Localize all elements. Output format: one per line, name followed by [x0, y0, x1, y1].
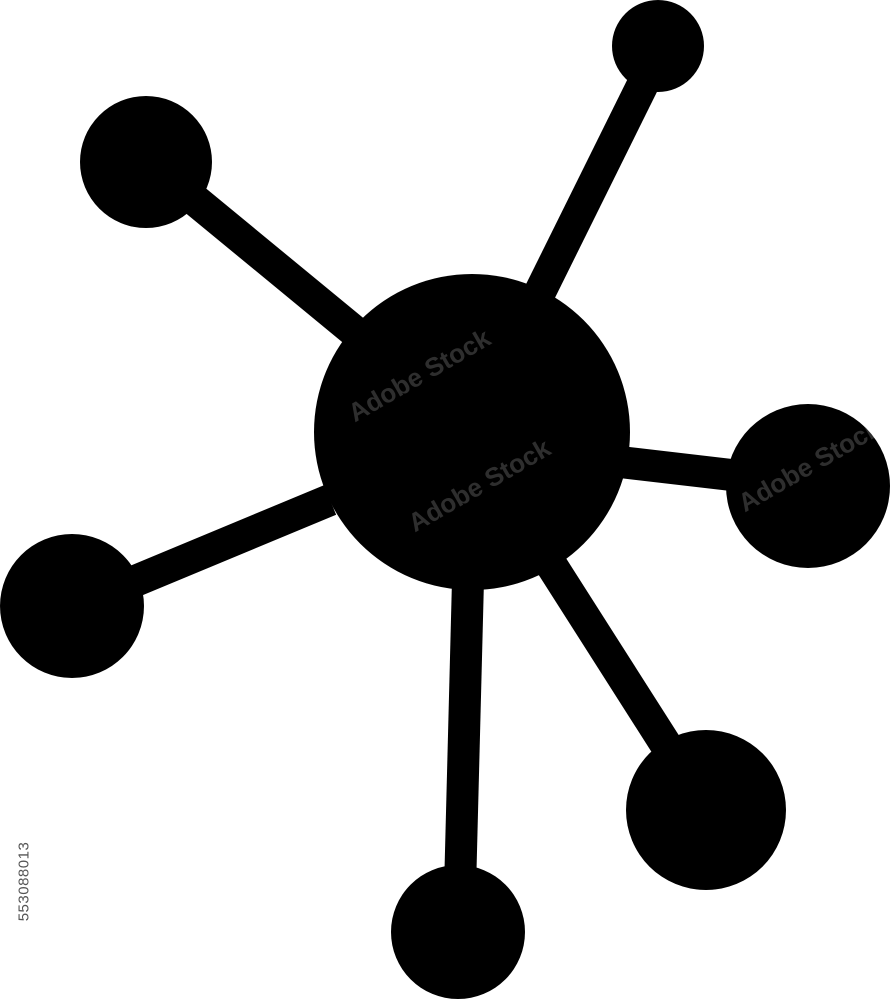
node-top-right: [612, 0, 704, 92]
connector-upper-right: [525, 74, 659, 300]
hub-node: [314, 274, 630, 590]
node-right: [726, 404, 890, 568]
connector-bottom: [444, 579, 484, 891]
connector-upper-left: [179, 183, 371, 349]
node-upper-left: [80, 96, 212, 228]
stock-id-text: 553088013: [15, 841, 33, 921]
node-lower-right: [626, 730, 786, 890]
connector-lower-right: [538, 557, 696, 779]
connector-right: [618, 446, 742, 492]
node-left: [0, 534, 144, 678]
connector-left: [121, 485, 337, 599]
stock-id-label: 553088013: [12, 766, 36, 996]
node-bottom: [391, 865, 525, 999]
connector-lines: [121, 74, 742, 891]
